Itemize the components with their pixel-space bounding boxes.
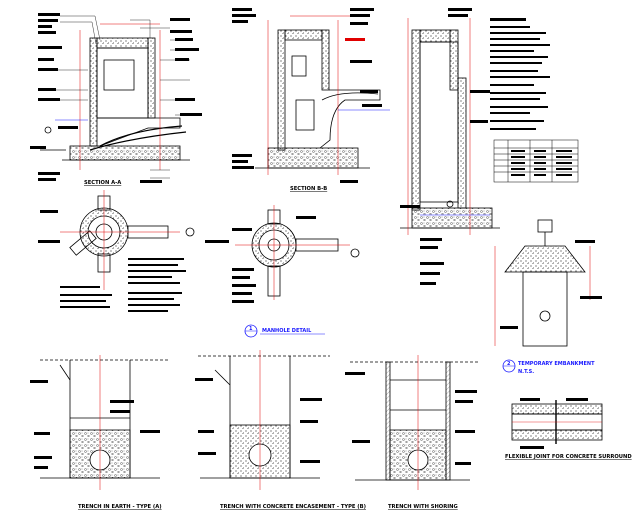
section-a-labels: [30, 13, 202, 183]
temporary-embankment-drawing: [494, 219, 591, 347]
trench-shoring-labels: [345, 372, 477, 465]
svg-text:2: 2: [507, 361, 511, 367]
svg-text:1: 1: [249, 326, 253, 332]
section-a-title: SECTION A-A: [84, 180, 121, 186]
manhole-detail-title: MANHOLE DETAIL: [262, 328, 312, 334]
trench-b-drawing: [198, 350, 330, 490]
trench-b-title: TRENCH WITH CONCRETE ENCASEMENT - TYPE (…: [220, 504, 366, 510]
manhole-elevation-labels: [400, 8, 490, 285]
plan-view-1: [60, 190, 195, 290]
svg-text:N.T.S.: N.T.S.: [518, 369, 534, 375]
trench-a-labels: [30, 380, 160, 469]
manhole-elevation: [400, 18, 500, 235]
svg-text:TEMPORARY EMBANKMENT: TEMPORARY EMBANKMENT: [518, 361, 595, 367]
section-b-drawing: [255, 15, 390, 175]
temporary-embankment-callout: 2 TEMPORARY EMBANKMENT N.T.S.: [502, 359, 595, 375]
trench-shoring-title: TRENCH WITH SHORING: [388, 504, 458, 510]
plan-view-2: [235, 205, 360, 300]
table-cells: [511, 150, 572, 176]
trench-a-title: TRENCH IN EARTH - TYPE (A): [78, 504, 162, 510]
temporary-embankment-labels: [500, 240, 602, 329]
plan-view-1-labels: [38, 210, 186, 312]
manhole-detail-callout: 1: [244, 324, 325, 338]
trench-b-labels: [195, 378, 322, 463]
trench-a-drawing: [40, 355, 170, 490]
section-b-labels: [232, 8, 382, 183]
flexible-joint-drawing: [511, 400, 603, 444]
general-notes: [490, 18, 550, 130]
plan-view-2-labels: [205, 216, 316, 303]
section-b-title: SECTION B-B: [290, 186, 327, 192]
flexible-joint-title: FLEXIBLE JOINT FOR CONCRETE SURROUND: [505, 454, 632, 460]
flexible-joint-labels: [520, 398, 588, 449]
manhole-schedule-table: [493, 139, 579, 183]
trench-shoring-drawing: [350, 355, 480, 490]
section-a-drawing: [40, 23, 190, 170]
